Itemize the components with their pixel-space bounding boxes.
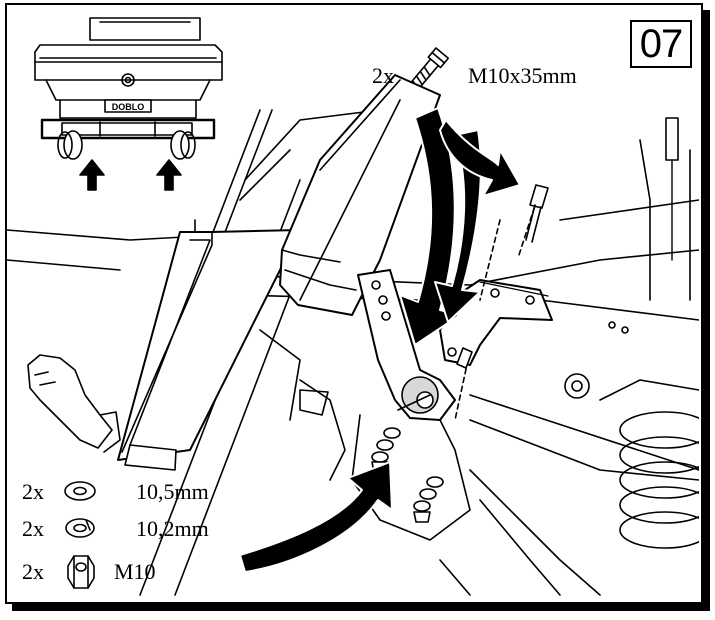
nut-quantity: 2x bbox=[22, 559, 44, 584]
washer-spring-spec: 10,2mm bbox=[136, 516, 209, 541]
step-number-box: 07 bbox=[630, 20, 692, 68]
tow-bracket bbox=[357, 269, 456, 421]
arrow-curve-right bbox=[439, 119, 521, 197]
step-number: 07 bbox=[639, 22, 683, 66]
van-rear-inset: DOBLO bbox=[34, 17, 223, 191]
arrow-curve-bottom bbox=[239, 461, 393, 573]
hex-nut-icon bbox=[67, 555, 95, 589]
bolt-quantity: 2x bbox=[372, 63, 394, 88]
fastener-stack-right bbox=[413, 476, 444, 523]
bolt-spec: M10x35mm bbox=[468, 63, 577, 88]
bumper-beam bbox=[117, 229, 301, 471]
van-badge: DOBLO bbox=[112, 102, 145, 112]
washer-flat-quantity: 2x bbox=[22, 479, 44, 504]
spring-washer-icon bbox=[65, 518, 95, 538]
flat-washer-icon bbox=[64, 481, 96, 501]
frame-rail bbox=[279, 74, 441, 316]
nut-spec: M10 bbox=[114, 559, 156, 584]
bolt-insert-right bbox=[517, 184, 549, 259]
bolt-insert-left bbox=[454, 347, 473, 421]
coil-spring bbox=[619, 411, 699, 549]
washer-flat-spec: 10,5mm bbox=[136, 479, 209, 504]
hand-sketch bbox=[27, 354, 121, 453]
washer-spring-quantity: 2x bbox=[22, 516, 44, 541]
